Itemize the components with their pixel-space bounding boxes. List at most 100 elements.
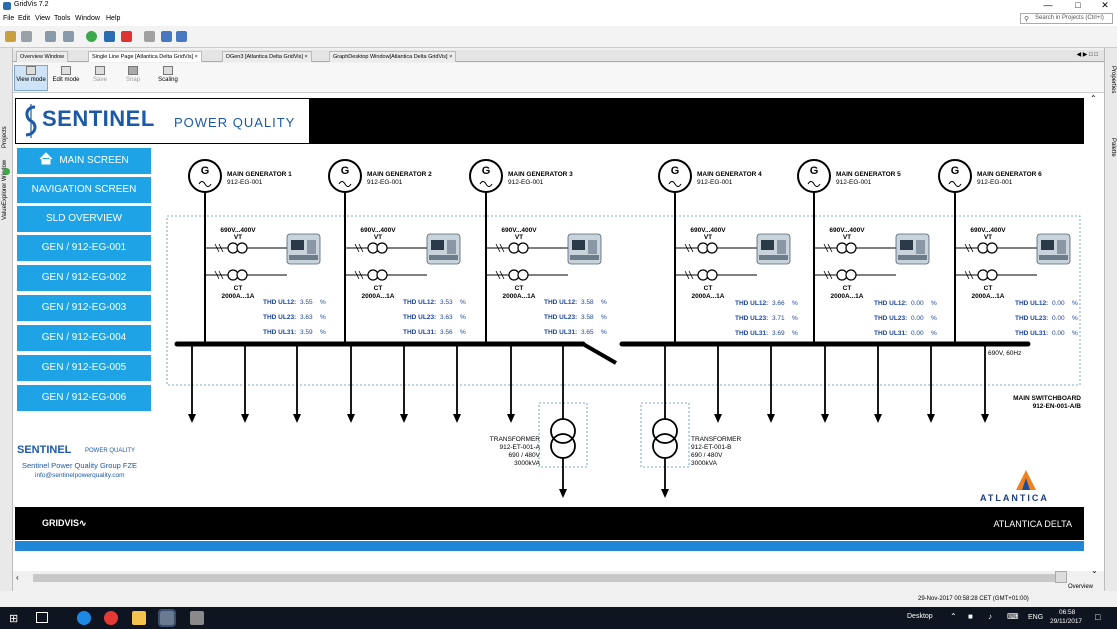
open-icon[interactable]: [21, 31, 32, 42]
tools-icon[interactable]: [144, 31, 155, 42]
file-explorer-icon[interactable]: [132, 611, 146, 625]
tray-chevron-icon[interactable]: ⌃: [950, 612, 957, 621]
ct-coil-icon: [517, 269, 529, 281]
task-view-icon[interactable]: [36, 612, 48, 623]
clock-date[interactable]: 29/11/2017: [1050, 618, 1083, 625]
language-indicator[interactable]: ENG: [1028, 614, 1044, 621]
refresh-icon[interactable]: [86, 31, 97, 42]
thd-value: 0.00: [911, 300, 924, 307]
company-email[interactable]: info@sentinelpowerquality.com: [35, 472, 125, 479]
edit-mode-button[interactable]: Edit mode: [49, 66, 83, 83]
close-tab-icon[interactable]: ×: [449, 54, 453, 60]
maximize-icon[interactable]: □: [1075, 0, 1081, 10]
app-task-icon[interactable]: [190, 611, 204, 625]
thd-label: THD UL23:: [403, 314, 436, 321]
toolbar: [0, 26, 1117, 48]
overview-icon[interactable]: [1055, 571, 1067, 583]
chrome-icon[interactable]: [104, 611, 118, 625]
thd-unit: %: [601, 299, 607, 306]
power-meter-display: [1041, 240, 1054, 250]
vt-coil-icon: [517, 242, 529, 254]
overview-label[interactable]: Overview: [1068, 584, 1094, 590]
windows-start-icon[interactable]: ⊞: [9, 613, 19, 625]
gen-005-button[interactable]: GEN / 912-EG-005: [17, 355, 151, 381]
thd-unit: %: [601, 314, 607, 321]
thd-value: 3.56: [440, 329, 453, 336]
snap-icon: [128, 66, 138, 75]
feeder-arrow-icon: [981, 414, 989, 423]
power-meter-panel: [777, 240, 786, 254]
company-sub: POWER QUALITY: [85, 448, 136, 454]
clock-time[interactable]: 06:58: [1059, 609, 1076, 616]
close-tab-icon[interactable]: ×: [194, 54, 198, 60]
scaling-button[interactable]: Scaling: [151, 66, 185, 83]
search-input[interactable]: ⚲ Search in Projects (Ctrl+I): [1020, 13, 1113, 24]
power-meter-display: [572, 240, 585, 250]
menu-edit[interactable]: Edit: [18, 15, 31, 22]
navigation-screen-button[interactable]: NAVIGATION SCREEN: [17, 177, 151, 203]
gen-006-button[interactable]: GEN / 912-EG-006: [17, 385, 151, 411]
gen-004-button[interactable]: GEN / 912-EG-004: [17, 325, 151, 351]
transformer-rating: 3000kVA: [514, 460, 541, 467]
thd-unit: %: [320, 314, 326, 321]
feeder-arrow-icon: [188, 414, 196, 423]
save-button[interactable]: Save: [83, 66, 117, 83]
menu-window[interactable]: Window: [75, 15, 100, 22]
feeder-arrow-icon: [821, 414, 829, 423]
menu-tools[interactable]: Tools: [54, 15, 71, 22]
minimize-icon[interactable]: —: [1043, 0, 1053, 10]
close-tab-icon[interactable]: ×: [304, 54, 308, 60]
network-icon[interactable]: ■: [968, 612, 973, 621]
sld-overview-button[interactable]: SLD OVERVIEW: [17, 206, 151, 232]
menu-bar: File Edit View Tools Window Help ⚲ Searc…: [0, 12, 1117, 26]
gen-001-button[interactable]: GEN / 912-EG-001: [17, 235, 151, 261]
gridvis-task-icon[interactable]: [158, 609, 176, 627]
scroll-down-icon[interactable]: ⌄: [1091, 566, 1098, 575]
menu-file[interactable]: File: [3, 15, 15, 22]
menu-view[interactable]: View: [35, 15, 51, 22]
tab-dgen3[interactable]: DGen3 [Atlantica Delta GridVis] ×: [222, 51, 312, 62]
scroll-up-icon[interactable]: ⌃: [1090, 94, 1097, 103]
tab-single-line-page[interactable]: Single Line Page [Atlantica Delta GridVi…: [88, 51, 202, 62]
generator-symbol-letter: G: [951, 165, 960, 177]
close-icon[interactable]: ✕: [1101, 0, 1109, 10]
tab-nav-icons[interactable]: ◀ ▶ □ □: [1076, 52, 1098, 58]
footer-accent-bar: [15, 541, 1084, 551]
vt-label: VT: [704, 234, 712, 241]
snap-button[interactable]: Snap: [116, 66, 150, 83]
logo-brand: SENTINEL: [42, 106, 155, 131]
menu-help[interactable]: Help: [106, 15, 121, 22]
generator-symbol-letter: G: [201, 165, 210, 177]
new-project-icon[interactable]: [5, 31, 16, 42]
keyboard-icon[interactable]: ⌨: [1007, 612, 1019, 621]
thd-unit: %: [1072, 300, 1078, 307]
desktop-toolbar-label[interactable]: Desktop: [907, 613, 933, 620]
redo-icon[interactable]: [63, 31, 74, 42]
notification-icon[interactable]: □: [1095, 612, 1101, 622]
thd-label: THD UL31:: [735, 330, 768, 337]
power-meter-display: [291, 240, 304, 250]
status-timestamp: 29-Nov-2017 00:58:28 CET (GMT+01:00): [918, 596, 1029, 602]
device-icon[interactable]: [104, 31, 115, 42]
tab-overview-window[interactable]: Overview Window: [16, 51, 69, 62]
generator-id: 912-EG-001: [836, 179, 872, 186]
undo-icon[interactable]: [45, 31, 56, 42]
edge-icon[interactable]: [77, 611, 91, 625]
view-mode-button[interactable]: View mode: [14, 65, 48, 91]
gen-003-button[interactable]: GEN / 912-EG-003: [17, 295, 151, 321]
grid-icon[interactable]: [161, 31, 172, 42]
scrollbar-thumb[interactable]: [33, 574, 1063, 582]
feeder-arrow-icon: [927, 414, 935, 423]
tab-graph-desktop[interactable]: GraphDesktop Window[Atlantica Delta Grid…: [329, 51, 457, 62]
generator-wave-icon: [338, 181, 352, 187]
pdf-icon[interactable]: [121, 31, 132, 42]
thd-label: THD UL23:: [263, 314, 296, 321]
scroll-left-icon[interactable]: ‹: [16, 573, 19, 582]
header-banner: [310, 98, 1084, 144]
main-screen-button[interactable]: MAIN SCREEN: [17, 148, 151, 174]
gen-002-button[interactable]: GEN / 912-EG-002: [17, 265, 151, 291]
table-icon[interactable]: [176, 31, 187, 42]
logo-sub: POWER QUALITY: [174, 115, 296, 130]
horizontal-scrollbar[interactable]: ‹ ⌄: [13, 566, 1104, 585]
volume-icon[interactable]: ♪: [988, 612, 992, 621]
